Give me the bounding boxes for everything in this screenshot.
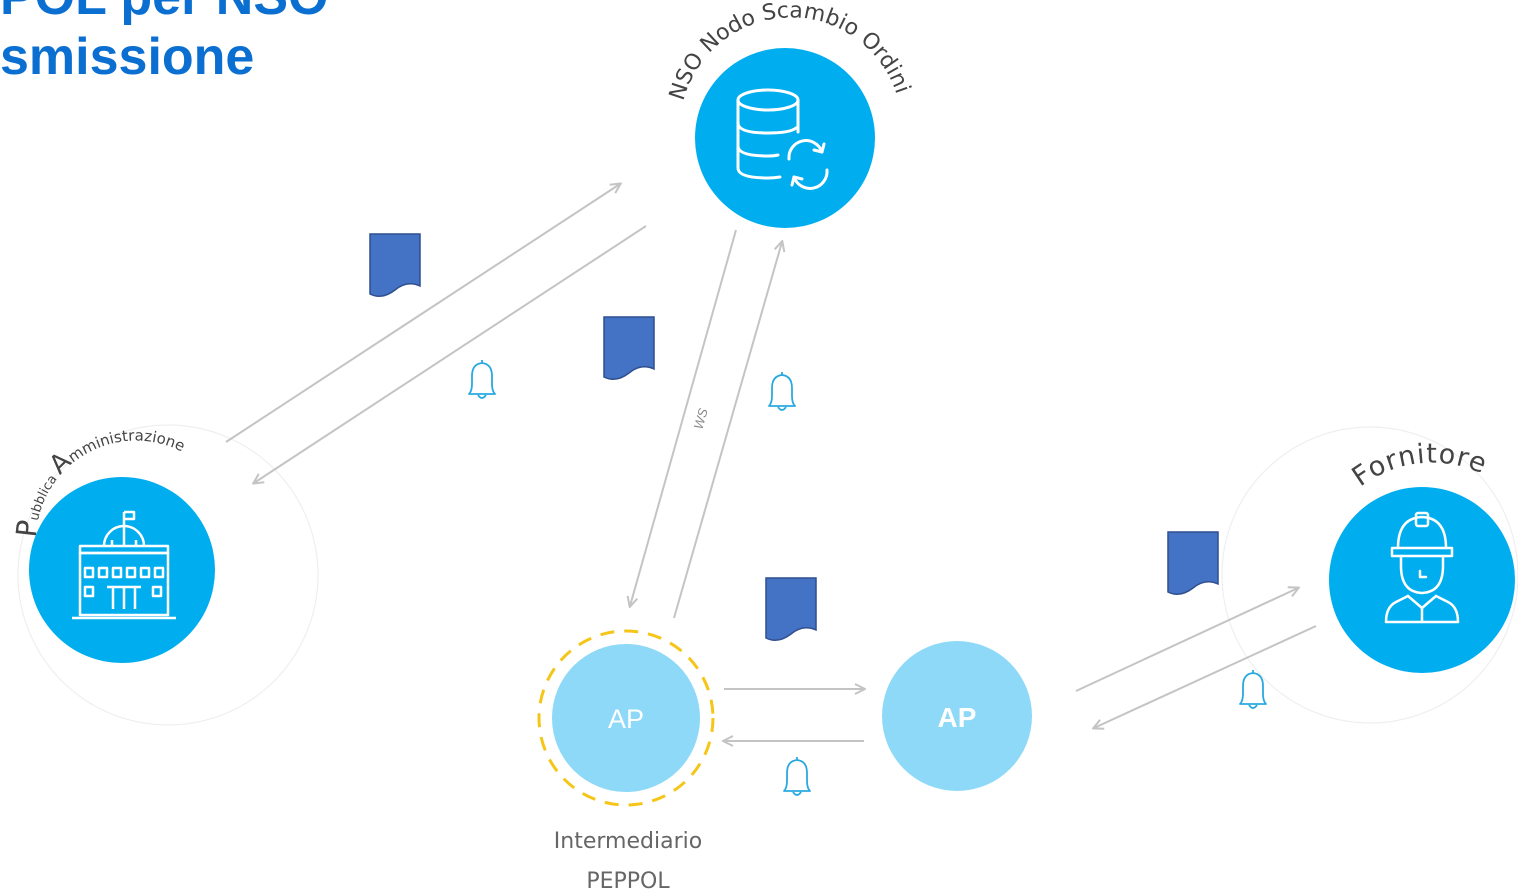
intermediario-line-2: PEPPOL [586, 869, 670, 894]
pa-node: Pubblica Amministrazione [10, 426, 215, 663]
arrow-ap-to-nso [673, 242, 782, 619]
pa-ghost-ring [17, 424, 319, 726]
ws-label: WS [691, 406, 711, 431]
database-sync-icon [736, 88, 829, 190]
bell-icon [468, 359, 496, 399]
document-icon [369, 233, 421, 297]
document-icon [1167, 531, 1219, 595]
ap-right-node: AP [882, 641, 1032, 791]
intermediario-dashed-ring [537, 629, 715, 807]
bell-icon [783, 756, 811, 796]
intermediario-line-1: Intermediario [554, 829, 702, 854]
ap-right-label: AP [938, 702, 977, 733]
fornitore-label: Fornitore [1347, 439, 1492, 493]
page-title: POL per NSO smissione [0, 0, 328, 86]
title-line-1: POL per NSO [0, 0, 328, 26]
fornitore-node: Fornitore [1329, 439, 1515, 673]
title-line-2: smissione [0, 28, 255, 86]
document-icon [603, 316, 655, 380]
document-icon [765, 577, 817, 641]
fornitore-ghost-ring [1221, 426, 1518, 724]
pa-label-big-p: P [10, 518, 45, 538]
arrow-nso-to-pa [254, 225, 647, 483]
arrow-pa-to-nso [225, 184, 620, 443]
bell-icon [768, 371, 796, 411]
arrow-nso-to-ap [630, 229, 737, 606]
construction-worker-icon [1384, 511, 1460, 624]
arrow-fornitore-to-ap [1094, 625, 1317, 728]
ap-left-label: AP [608, 704, 644, 734]
nso-node: NSO Nodo Scambio Ordini [665, 0, 915, 228]
pa-label-small-2: mministrazione [65, 426, 188, 466]
arrows [225, 184, 1317, 741]
arrow-ap-to-fornitore [1075, 588, 1298, 692]
fornitore-label-text: Fornitore [1347, 439, 1491, 493]
ap-left-node: AP [537, 629, 715, 807]
government-building-icon [72, 510, 176, 620]
